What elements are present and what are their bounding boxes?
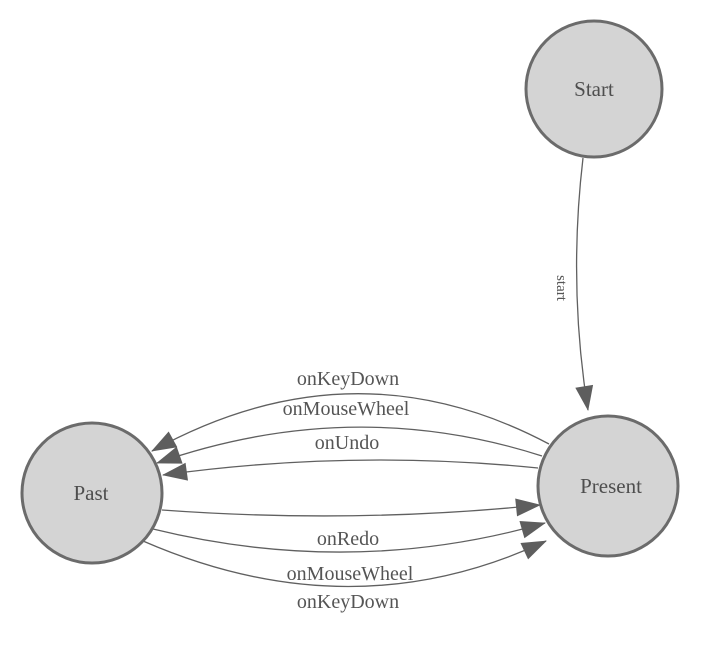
edge-label-onkeydown-bottom: onKeyDown	[297, 591, 399, 613]
node-present: Present	[536, 414, 680, 558]
node-past-label: Past	[73, 481, 108, 505]
node-start-circle	[524, 19, 664, 159]
node-present-circle	[536, 414, 680, 558]
edge-label-onredo: onRedo	[317, 528, 379, 550]
node-past-circle	[20, 421, 164, 565]
node-present-label: Present	[580, 474, 642, 498]
edge-past-to-present-onmousewheel	[152, 520, 546, 553]
edge-label-start: start	[553, 275, 569, 302]
edge-present-to-past-onkeydown	[151, 393, 550, 452]
node-start-label: Start	[574, 77, 614, 101]
edge-label-onmousewheel-top: onMouseWheel	[283, 398, 410, 420]
node-start: Start	[524, 19, 664, 159]
edge-label-onundo: onUndo	[315, 432, 379, 454]
edge-label-onkeydown-top: onKeyDown	[297, 368, 399, 390]
edge-past-to-present-onkeydown	[142, 540, 547, 588]
node-past: Past	[20, 421, 164, 565]
edge-present-to-past-onmousewheel	[156, 426, 543, 464]
edge-label-onmousewheel-bottom: onMouseWheel	[287, 563, 414, 585]
edge-present-to-past-onundo	[162, 459, 539, 481]
edge-start-to-present	[575, 157, 594, 411]
edge-past-to-present-onredo	[161, 498, 541, 517]
